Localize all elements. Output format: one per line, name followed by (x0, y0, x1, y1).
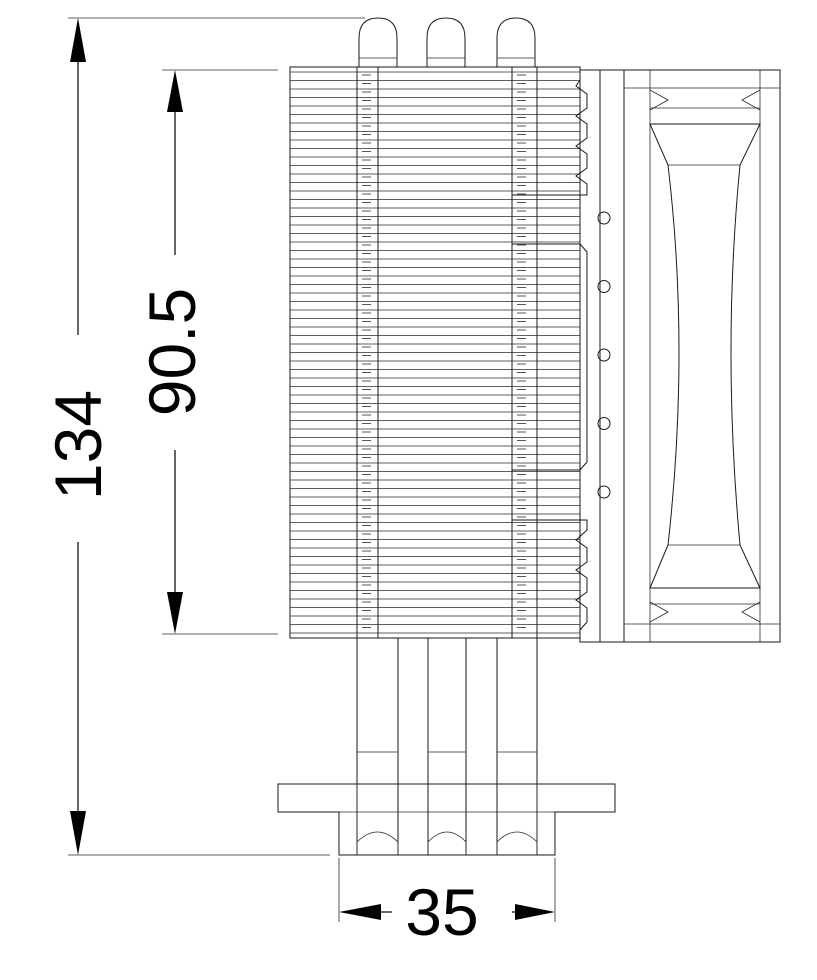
heatpipe-tops (354, 17, 540, 68)
total-height-label: 134 (41, 390, 115, 500)
heatpipe-top (426, 17, 466, 67)
heatpipe-bend (356, 831, 399, 855)
mount-hole (597, 280, 611, 293)
heatpipe-tube (356, 637, 399, 856)
fan-corner-detail (649, 89, 669, 111)
arrow-fin-up (167, 70, 183, 112)
heatpipe-top (496, 17, 536, 67)
heatpipe-tube (496, 637, 538, 856)
arrow-down (70, 811, 86, 855)
fin-height-label: 90.5 (135, 288, 209, 416)
arrow-right (515, 904, 555, 920)
bracket-outline (511, 69, 601, 643)
fan (623, 69, 781, 643)
dimension-fin-height: 90.5 (135, 69, 278, 635)
arrow-fin-down (167, 592, 183, 634)
fan-corner-detail (649, 601, 669, 623)
fan-frame (623, 69, 781, 643)
heatpipes-lower (356, 637, 538, 856)
mount-hole (597, 348, 611, 362)
arrow-up (70, 18, 86, 62)
heatpipe-bend (496, 831, 538, 855)
base-plate (277, 783, 616, 856)
base-width-label: 35 (405, 875, 478, 949)
mount-hole (597, 211, 611, 225)
heatpipe-columns (356, 67, 538, 638)
dimension-base-width: 35 (338, 858, 556, 949)
heatpipe-top (358, 17, 398, 67)
dimension-total-height: 134 (41, 17, 365, 856)
base-outline (277, 783, 616, 856)
mount-hole (597, 417, 611, 430)
fan-corner-detail (741, 89, 761, 111)
fin-stack (289, 66, 581, 639)
heatpipe-bend (427, 831, 467, 855)
arrow-left (339, 904, 381, 920)
heatpipe-tube (427, 637, 467, 856)
mount-hole (597, 485, 611, 499)
fan-corner-detail (741, 601, 761, 623)
fins (290, 71, 580, 634)
bracket-plate (599, 69, 625, 643)
mount-holes (597, 211, 611, 499)
fan-rotor-profile (649, 123, 761, 589)
